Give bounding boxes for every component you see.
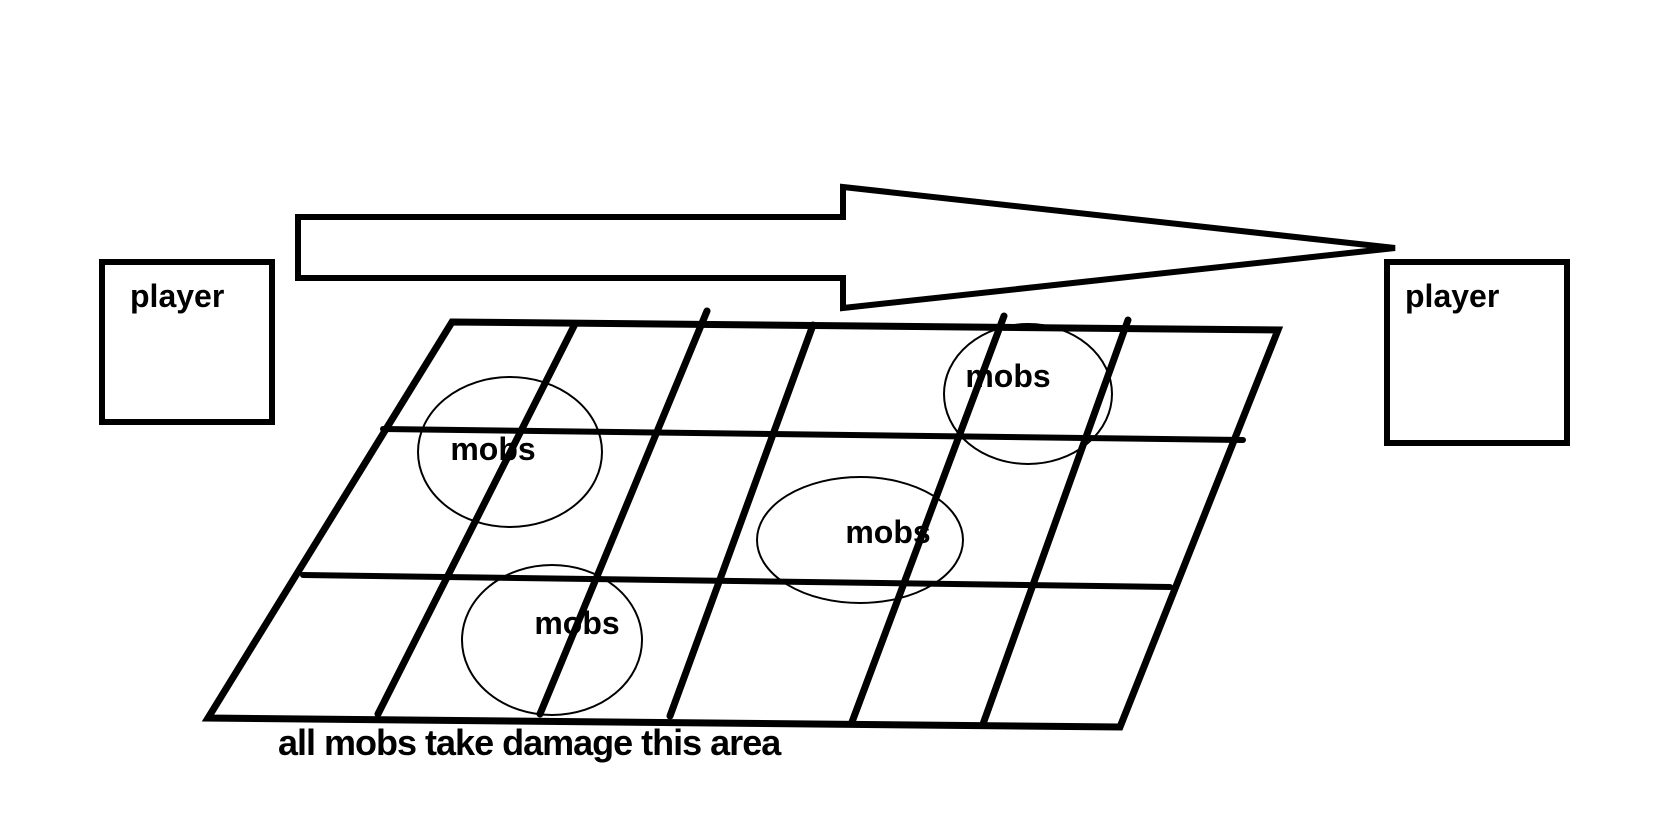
player-box-right: player [1384, 259, 1570, 446]
mob-zone-label: mobs [534, 605, 619, 641]
right-arrow-icon [295, 183, 1396, 312]
caption-text: all mobs take damage this area [278, 722, 782, 763]
mob-zone-circle [461, 564, 643, 716]
mob-zone-circle [417, 376, 603, 528]
mob-zones: mobs mobs mobs mobs [417, 323, 1113, 716]
grid-column-line-4 [848, 312, 1008, 726]
player-box-right-outline [1384, 259, 1570, 446]
mob-zone-circle [756, 476, 964, 604]
damage-area-grid [201, 307, 1284, 731]
grid-row-line-2 [300, 572, 1173, 590]
player-box-left: player [99, 259, 275, 425]
mob-zone-bottom-left: mobs [461, 564, 643, 716]
mob-zone-upper-left: mobs [417, 376, 603, 528]
grid-column-line-1 [374, 320, 579, 718]
grid-column-line-5 [979, 316, 1132, 728]
mob-zone-circle [943, 323, 1113, 465]
mob-zone-label: mobs [450, 431, 535, 467]
player-box-right-label: player [1405, 278, 1499, 314]
player-box-left-label: player [130, 278, 224, 314]
grid-column-line-2 [536, 307, 711, 718]
mob-zone-label: mobs [965, 358, 1050, 394]
grid-row-line-1 [380, 426, 1246, 443]
mob-zone-label: mobs [845, 514, 930, 550]
player-box-left-outline [99, 259, 275, 425]
mob-zone-top-right: mobs [943, 323, 1113, 465]
mob-zone-middle: mobs [756, 476, 964, 604]
grid-column-line-3 [666, 321, 817, 720]
